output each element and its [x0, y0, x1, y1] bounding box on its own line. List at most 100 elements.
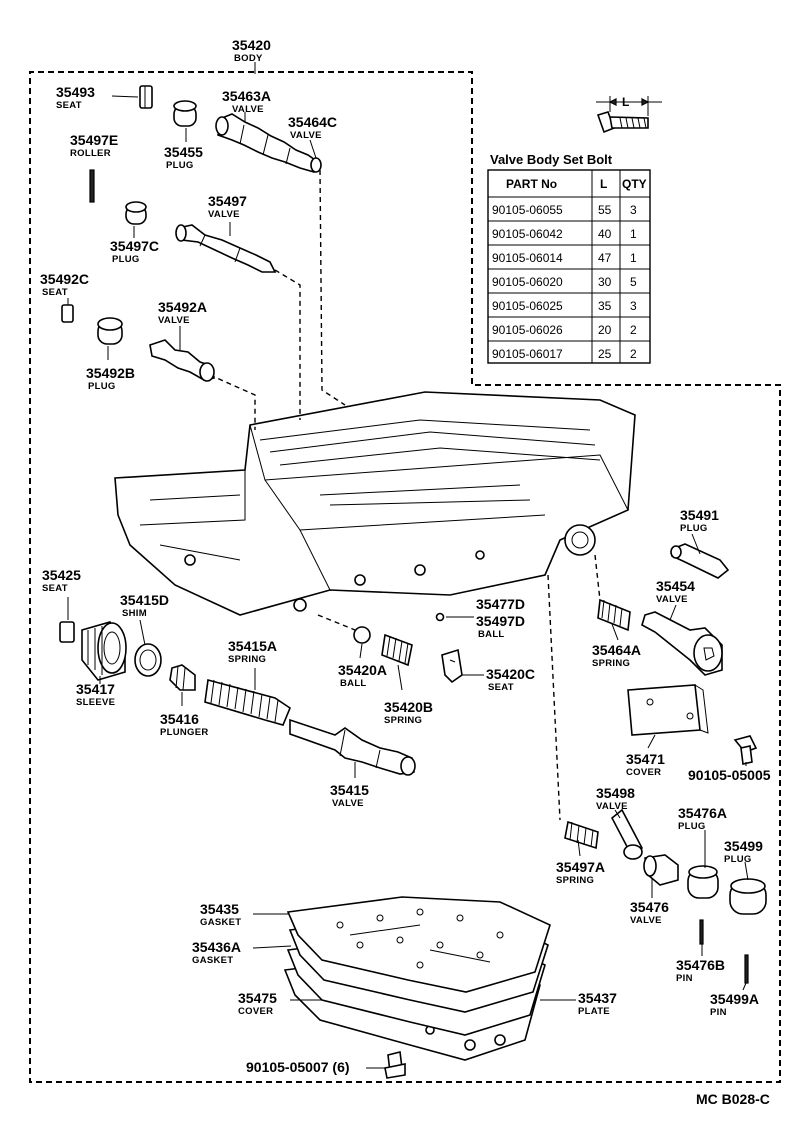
part-35435-gasket[interactable]: [286, 896, 551, 993]
part-35416-plunger[interactable]: [169, 664, 196, 691]
label-35420A-num: 35420A: [338, 662, 387, 678]
label-35498-num: 35498: [596, 785, 635, 801]
label-35415-name: VALVE: [332, 798, 364, 809]
part-35476B-pin[interactable]: [699, 919, 704, 945]
label-35492B-num: 35492B: [86, 365, 135, 381]
bolt-table-cell: 2: [630, 323, 637, 337]
label-35435-num: 35435: [200, 901, 239, 917]
bolt-table-cell: 2: [630, 347, 637, 361]
label-35475-num: 35475: [238, 990, 277, 1006]
label-35420-num: 35420: [232, 37, 271, 53]
label-35464C-num: 35464C: [288, 114, 337, 130]
part-35420B-spring[interactable]: [381, 633, 413, 667]
bolt-table-cell: 1: [630, 227, 637, 241]
label-35415A-num: 35415A: [228, 638, 277, 654]
part-35493-seat[interactable]: [139, 85, 153, 109]
part-35476A-plug[interactable]: [687, 865, 719, 899]
label-35493-num: 35493: [56, 84, 95, 100]
bolt-illustration: L: [596, 95, 662, 134]
label-35497-num: 35497: [208, 193, 247, 209]
part-35415-valve[interactable]: [289, 718, 416, 776]
label-35492A-num: 35492A: [158, 299, 207, 315]
part-35497E-roller[interactable]: [89, 169, 95, 203]
label-35476-name: VALVE: [630, 915, 662, 926]
part-35455-plug[interactable]: [173, 100, 197, 127]
bolt-table-cell: 20: [598, 323, 612, 337]
valve-body[interactable]: [114, 391, 636, 616]
part-35497-valve[interactable]: [175, 224, 277, 273]
part-90105-05007-bolt[interactable]: [384, 1051, 406, 1079]
part-35492B-plug[interactable]: [97, 317, 123, 345]
label-35464A-name: SPRING: [592, 658, 630, 669]
label-35454-num: 35454: [656, 578, 695, 594]
label-35492B-name: PLUG: [88, 381, 116, 392]
part-35464C-valve[interactable]: [310, 157, 322, 173]
part-35492C-seat[interactable]: [61, 304, 74, 323]
label-35499-num: 35499: [724, 838, 763, 854]
label-35435-name: GASKET: [200, 917, 241, 928]
part-35415A-spring[interactable]: [204, 678, 291, 726]
label-35463A-name: VALVE: [232, 104, 264, 115]
label-35492C-num: 35492C: [40, 271, 89, 287]
label-35417-name: SLEEVE: [76, 697, 115, 708]
label-35475-name: COVER: [238, 1006, 273, 1017]
label-35491-num: 35491: [680, 507, 719, 523]
guide-35464A: [594, 554, 601, 601]
part-35415D-shim[interactable]: [134, 643, 162, 677]
bolt-table-header-l: L: [600, 177, 607, 191]
label-90105-05005-num: 90105-05005: [688, 767, 771, 783]
part-35491-plug[interactable]: [670, 543, 730, 579]
part-35417-sleeve[interactable]: [81, 621, 127, 681]
bolt-table-cell: 25: [598, 347, 612, 361]
bolt-table-cell: 90105-06014: [492, 251, 563, 265]
part-35476-valve[interactable]: [643, 854, 679, 886]
label-35492A-name: VALVE: [158, 315, 190, 326]
label-35455-name: PLUG: [166, 160, 194, 171]
part-90105-05005-bolt[interactable]: [733, 735, 758, 765]
label-35498-name: VALVE: [596, 801, 628, 812]
part-35420C-seat[interactable]: [441, 648, 463, 684]
label-35497D-num: 35497D: [476, 613, 525, 629]
bolt-table-cell: 47: [598, 251, 612, 265]
bolt-table-cell: 5: [630, 275, 637, 289]
part-35497A-spring[interactable]: [564, 820, 599, 850]
label-35499A-name: PIN: [710, 1007, 727, 1018]
guide-35498: [547, 574, 561, 821]
label-35491-name: PLUG: [680, 523, 708, 534]
part-35497C-plug[interactable]: [125, 201, 147, 225]
part-35425-seat[interactable]: [59, 621, 75, 643]
label-35497D-name: BALL: [478, 629, 505, 640]
part-35454-valve[interactable]: [641, 611, 723, 676]
part-35499-plug[interactable]: [729, 878, 767, 915]
bolt-table-cell: 90105-06042: [492, 227, 563, 241]
part-labels: 35420 BODY 35493 SEAT 35463A VALVE 35464…: [40, 37, 771, 1107]
label-35417-num: 35417: [76, 681, 115, 697]
guide-35492A: [209, 374, 256, 430]
part-35499A-pin[interactable]: [744, 954, 749, 984]
bolt-table-header-part-no: PART No: [506, 177, 557, 191]
part-35464A-spring[interactable]: [597, 598, 631, 632]
bolt-table-cell: 40: [598, 227, 612, 241]
label-35471-name: COVER: [626, 767, 661, 778]
part-35498-valve[interactable]: [610, 808, 643, 860]
bolt-table-cell: 1: [630, 251, 637, 265]
label-35493-name: SEAT: [56, 100, 82, 111]
label-35497C-name: PLUG: [112, 254, 140, 265]
bolt-table-cell: 90105-06055: [492, 203, 563, 217]
bolt-table-cell: 90105-06026: [492, 323, 563, 337]
part-35420A-ball[interactable]: [353, 626, 371, 644]
label-35476B-name: PIN: [676, 973, 693, 984]
label-35416-num: 35416: [160, 711, 199, 727]
part-35477D-ball[interactable]: [435, 612, 445, 622]
bolt-table-cell: 90105-06017: [492, 347, 563, 361]
label-35420C-name: SEAT: [488, 682, 514, 693]
label-35425-num: 35425: [42, 567, 81, 583]
part-35471-cover[interactable]: [627, 684, 709, 736]
label-35497A-name: SPRING: [556, 875, 594, 886]
label-35464C-name: VALVE: [290, 130, 322, 141]
part-35492A-valve[interactable]: [149, 339, 215, 382]
bolt-table-cell: 90105-06020: [492, 275, 563, 289]
label-35499A-num: 35499A: [710, 991, 759, 1007]
label-35415D-name: SHIM: [122, 608, 147, 619]
label-35420C-num: 35420C: [486, 666, 535, 682]
